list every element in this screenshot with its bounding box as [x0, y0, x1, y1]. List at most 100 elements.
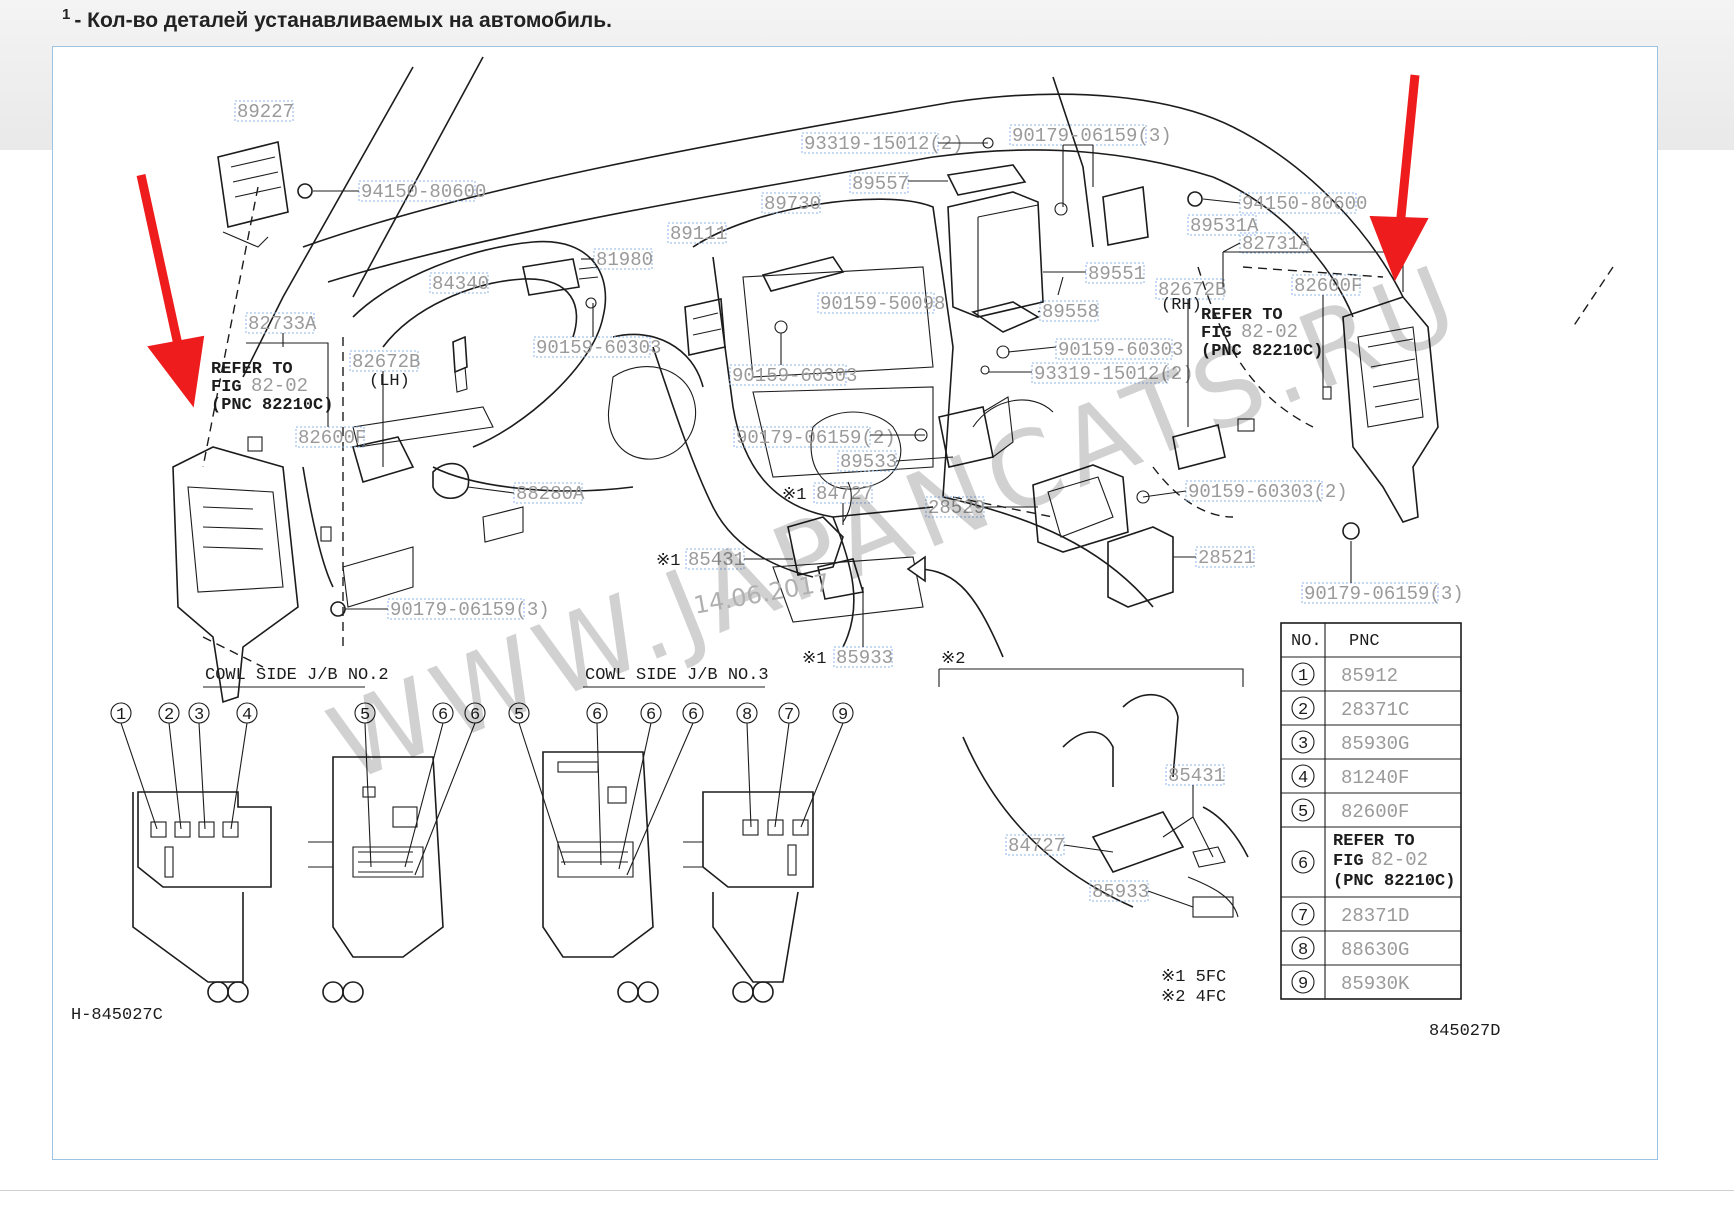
inset-pointer	[907, 568, 1004, 658]
callout-89227[interactable]: 89227	[234, 100, 294, 123]
svg-text:90179-06159(3): 90179-06159(3)	[1012, 125, 1172, 147]
callout-84727-inset[interactable]: 84727	[1005, 834, 1065, 857]
svg-text:82731A: 82731A	[1242, 233, 1311, 255]
callout-81980[interactable]: 81980	[593, 248, 653, 271]
svg-text:89531A: 89531A	[1190, 215, 1259, 237]
callout-90159-50098[interactable]: 90159-50098	[817, 292, 945, 315]
svg-text:8: 8	[742, 706, 752, 725]
svg-text:REFER TO: REFER TO	[1201, 306, 1283, 325]
component-82672b-rh	[1172, 418, 1255, 470]
callout-85933-top[interactable]: ※1 85933	[802, 646, 893, 669]
callout-89730[interactable]: 89730	[761, 192, 821, 215]
svg-text:2: 2	[1298, 701, 1308, 720]
callout-90159-60303-c[interactable]: 90159-60303	[1055, 338, 1183, 361]
svg-text:85431: 85431	[688, 549, 745, 571]
svg-text:85933: 85933	[836, 647, 893, 669]
svg-text:89533: 89533	[840, 451, 897, 473]
svg-text:82672B: 82672B	[1158, 279, 1226, 301]
callout-90179-06159-2[interactable]: 90179-06159(2)	[733, 426, 896, 449]
svg-text:3: 3	[1298, 735, 1308, 754]
svg-text:(LH): (LH)	[369, 372, 410, 391]
callout-88280a[interactable]: 88280A	[513, 482, 585, 505]
component-28521	[1107, 526, 1174, 608]
jb-no2-title: COWL SIDE J/B NO.2	[205, 666, 389, 685]
callout-93319-15012-top[interactable]: 93319-15012(2)	[801, 132, 964, 155]
callout-94150-80600-right[interactable]: 94150-80600	[1239, 192, 1367, 215]
pnc-table-header-no: NO.	[1291, 632, 1322, 651]
svg-text:89557: 89557	[852, 173, 909, 195]
svg-text:90159-60303: 90159-60303	[536, 337, 661, 359]
red-arrow-left-icon	[136, 174, 205, 408]
svg-text:82-02: 82-02	[1371, 849, 1428, 871]
callout-82672b-rh[interactable]: 82672B	[1155, 278, 1226, 301]
callout-89557[interactable]: 89557	[849, 172, 909, 195]
callout-28521[interactable]: 28521	[1195, 546, 1255, 569]
callout-90159-60303-2[interactable]: 90159-60303(2)	[1185, 480, 1348, 503]
svg-text:89227: 89227	[237, 101, 294, 123]
svg-text:2: 2	[164, 706, 174, 725]
svg-text:7: 7	[1298, 907, 1308, 926]
callout-90159-60303-a[interactable]: 90159-60303	[533, 336, 661, 359]
component-right-junction-block	[1322, 296, 1439, 540]
svg-text:90159-60303: 90159-60303	[1058, 339, 1183, 361]
refer-note-left: REFER TO FIG 82-02 (PNC 82210C) (LH)	[211, 360, 410, 415]
jb-no3-drawings	[542, 751, 814, 1003]
callout-82600f-right[interactable]: 82600F	[1291, 274, 1362, 297]
svg-text:90159-60303(2): 90159-60303(2)	[1188, 481, 1348, 503]
svg-text:6: 6	[646, 706, 656, 725]
svg-text:FIG: FIG	[211, 378, 242, 397]
callout-89558[interactable]: 89558	[1039, 300, 1099, 323]
svg-text:REFER TO: REFER TO	[1333, 832, 1415, 851]
callout-93319-15012-mid[interactable]: 93319-15012(2)	[1031, 362, 1194, 385]
callout-84340[interactable]: 84340	[429, 272, 489, 295]
callout-94150-80600-left[interactable]: 94150-80600	[358, 180, 486, 203]
callout-90179-06159-3-top[interactable]: 90179-06159(3)	[1009, 124, 1172, 147]
svg-text:88630G: 88630G	[1341, 939, 1409, 961]
svg-text:(RH): (RH)	[1161, 296, 1202, 315]
svg-text:82600F: 82600F	[1294, 275, 1362, 297]
svg-text:6: 6	[438, 706, 448, 725]
svg-text:93319-15012(2): 93319-15012(2)	[1034, 363, 1194, 385]
svg-text:82600F: 82600F	[1341, 801, 1409, 823]
svg-text:※1: ※1	[802, 650, 826, 669]
svg-text:88280A: 88280A	[516, 483, 585, 505]
svg-text:(PNC 82210C): (PNC 82210C)	[1333, 872, 1455, 891]
svg-text:89111: 89111	[670, 223, 727, 245]
callout-90159-60303-b[interactable]: 90159-60303	[729, 364, 857, 387]
callout-90179-06159-3-right[interactable]: 90179-06159(3)	[1301, 582, 1464, 605]
svg-text:5: 5	[1298, 803, 1308, 822]
component-89730	[761, 256, 845, 292]
callout-82733a[interactable]: 82733A	[245, 312, 317, 335]
callout-82672b-lh[interactable]: 82672B	[349, 350, 420, 373]
callout-89531a[interactable]: 89531A	[1187, 214, 1259, 237]
callout-85431-inset[interactable]: 85431	[1165, 764, 1225, 787]
svg-text:94150-80600: 94150-80600	[1242, 193, 1367, 215]
svg-text:6: 6	[592, 706, 602, 725]
svg-text:90179-06159(3): 90179-06159(3)	[390, 599, 550, 621]
callout-82600f-left[interactable]: 82600F	[295, 426, 366, 449]
callout-85933-inset[interactable]: 85933	[1089, 880, 1149, 903]
pnc-row-5: 5 82600F	[1291, 798, 1409, 823]
component-89551	[947, 191, 1044, 318]
svg-text:6: 6	[688, 706, 698, 725]
svg-text:84340: 84340	[432, 273, 489, 295]
svg-text:8: 8	[1298, 941, 1308, 960]
parts-diagram: 89227 94150-80600 84340 81980 89111 8973…	[52, 46, 1658, 1160]
callout-89551[interactable]: 89551	[1085, 262, 1145, 285]
components	[172, 137, 1439, 704]
svg-text:94150-80600: 94150-80600	[361, 181, 486, 203]
svg-text:85930G: 85930G	[1341, 733, 1409, 755]
pnc-row-6: 6 REFER TO FIG 82-02 (PNC 82210C)	[1291, 832, 1455, 891]
svg-text:82600F: 82600F	[298, 427, 366, 449]
jb-no2-drawings	[132, 756, 444, 1003]
svg-text:9: 9	[1298, 975, 1308, 994]
svg-text:90159-60303: 90159-60303	[732, 365, 857, 387]
svg-text:4: 4	[242, 706, 252, 725]
svg-text:84727: 84727	[1008, 835, 1065, 857]
legend-note-1: ※1 5FC	[1161, 968, 1226, 987]
callout-89111[interactable]: 89111	[667, 222, 727, 245]
quantity-note: 1- Кол-во деталей устанавливаемых на авт…	[62, 6, 612, 33]
